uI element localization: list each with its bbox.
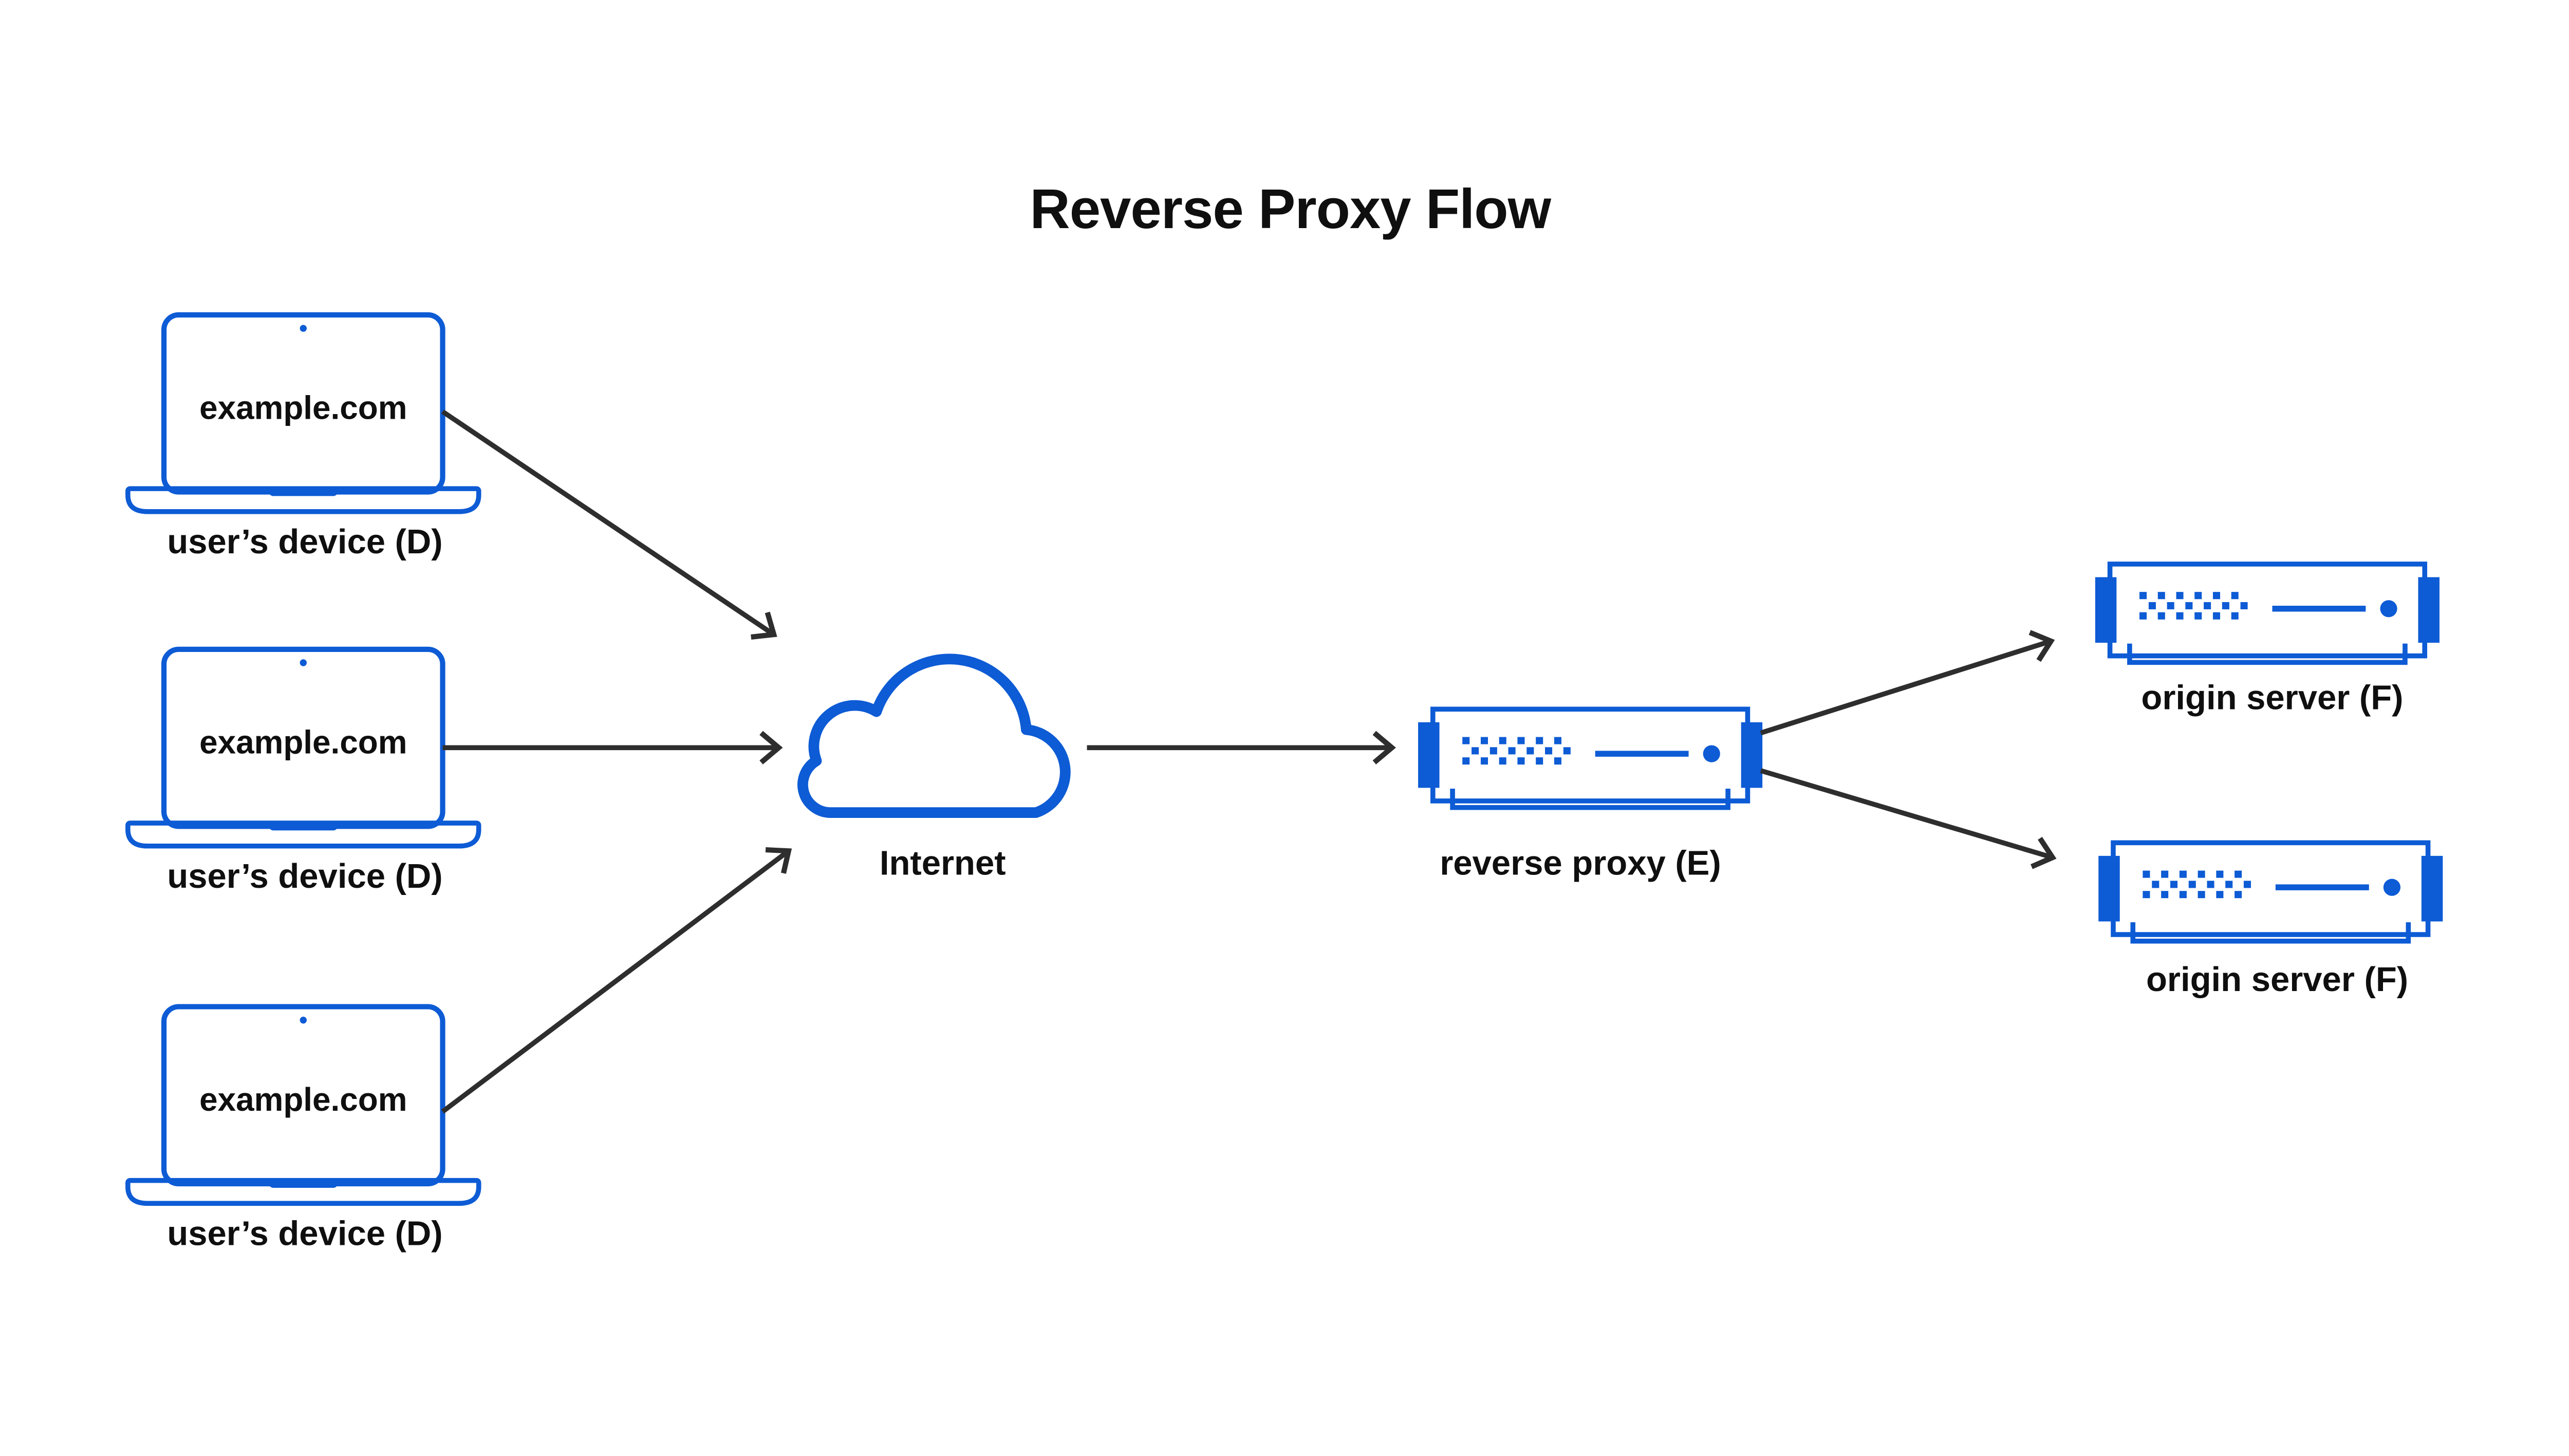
internet-label: Internet [880,844,1006,883]
arrow-device3-to-internet [441,847,792,1114]
arrow-internet-to-proxy [1087,731,1396,764]
origin-server-1-label: origin server (F) [2141,678,2403,717]
page-title: Reverse Proxy Flow [1030,178,1551,240]
arrow-shaft [1760,639,2052,736]
arrowhead-icon [1372,731,1396,764]
server-icon [2095,564,2440,662]
device-3-label: user’s device (D) [167,1215,442,1253]
arrow-device2-to-internet [442,731,783,764]
device-1-label: user’s device (D) [167,522,442,561]
arrow-proxy-to-origin2 [1760,768,2057,869]
device-2-screen-text: example.com [199,723,407,760]
cloud-icon [797,654,1071,818]
arrow-device1-to-internet [441,409,777,640]
arrowhead-icon [759,731,783,764]
arrowhead-icon [2031,836,2057,869]
origin-server-2-label: origin server (F) [2146,960,2408,999]
server-icon [2098,843,2443,941]
device-3-screen-text: example.com [199,1081,407,1118]
device-1: example.com user’s device (D) [128,315,479,561]
device-3: example.com user’s device (D) [128,1006,479,1253]
arrow-shaft [441,409,775,637]
reverse-proxy-node: reverse proxy (E) [1418,709,1762,883]
arrowhead-icon [2028,630,2055,662]
arrowhead-icon [765,847,792,874]
device-1-screen-text: example.com [199,389,407,426]
reverse-proxy-label: reverse proxy (E) [1440,844,1721,883]
arrow-proxy-to-origin1 [1760,630,2055,736]
arrow-shaft [1760,768,2054,860]
server-icon [1418,709,1762,807]
device-2-label: user’s device (D) [167,857,442,895]
arrow-shaft [441,849,790,1114]
origin-server-1: origin server (F) [2095,564,2440,717]
device-2: example.com user’s device (D) [128,649,479,895]
origin-server-2: origin server (F) [2098,843,2443,999]
internet-node: Internet [797,654,1071,883]
arrowhead-icon [751,611,777,640]
